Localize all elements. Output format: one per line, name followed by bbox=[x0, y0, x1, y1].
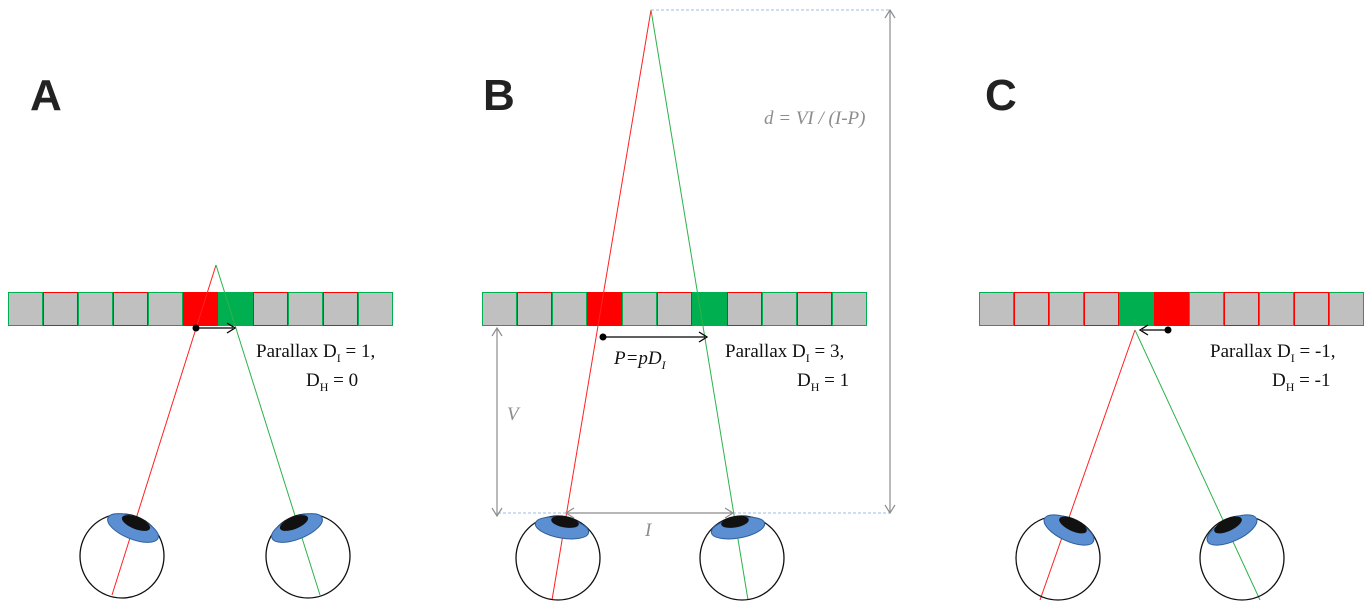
pupil-icon bbox=[279, 515, 309, 531]
pixel-cell bbox=[1259, 292, 1294, 326]
pixel-cell bbox=[148, 292, 183, 326]
pupil-icon bbox=[721, 516, 749, 528]
left-eye-ray-b bbox=[551, 9, 652, 601]
eyeball-icon bbox=[699, 515, 785, 601]
pixel-cell bbox=[979, 292, 1014, 326]
pixel-cell bbox=[552, 292, 587, 326]
arrow-right-icon bbox=[724, 507, 735, 519]
pixel-cell bbox=[657, 292, 692, 326]
pupil-icon bbox=[1059, 516, 1087, 534]
pixel-cell bbox=[288, 292, 323, 326]
pixel-cell bbox=[1084, 292, 1119, 326]
panel-c-letter: C bbox=[985, 71, 1017, 120]
pixel-cell bbox=[622, 292, 657, 326]
pixel-cell bbox=[323, 292, 358, 326]
i-label: I bbox=[644, 520, 653, 541]
right-eye-a bbox=[265, 513, 351, 599]
pixel-cell bbox=[1224, 292, 1259, 326]
pixel-cell bbox=[113, 292, 148, 326]
iris-icon bbox=[1206, 514, 1258, 546]
panel-b: B d = VI / (I-P) V I P=pDI Parallax DI =… bbox=[482, 8, 896, 601]
left-eye-a bbox=[79, 513, 165, 599]
panel-a: A Parallax DI = 1, DH = 0 bbox=[8, 71, 393, 599]
pixel-cell bbox=[43, 292, 78, 326]
pixel-cell bbox=[8, 292, 43, 326]
arrow-up-icon bbox=[884, 8, 896, 19]
panel-a-letter: A bbox=[30, 71, 62, 120]
right-eye-ray-c bbox=[1134, 329, 1261, 601]
pixel-cell bbox=[1329, 292, 1364, 326]
pupil-icon bbox=[1214, 516, 1242, 534]
left-image-pixel bbox=[587, 292, 622, 326]
arrow-left-icon bbox=[564, 507, 575, 519]
pixel-cell bbox=[832, 292, 867, 326]
right-image-pixel bbox=[692, 292, 727, 326]
dh-label-b: DH = 1 bbox=[797, 370, 849, 394]
panel-c: C Parallax DI = -1, DH = -1 bbox=[979, 71, 1364, 601]
distance-formula: d = VI / (I-P) bbox=[764, 108, 865, 129]
parallax-label-b: Parallax DI = 3, bbox=[725, 341, 844, 365]
pixel-cell bbox=[482, 292, 517, 326]
arrow-head-icon bbox=[698, 331, 709, 343]
panel-b-letter: B bbox=[483, 71, 515, 120]
arrow-down-icon bbox=[491, 507, 503, 518]
v-label: V bbox=[507, 404, 521, 425]
pixel-cell bbox=[78, 292, 113, 326]
eyeball-icon bbox=[515, 515, 601, 601]
right-eye-c bbox=[1199, 514, 1285, 601]
right-eye-b bbox=[699, 515, 785, 601]
pupil-icon bbox=[121, 515, 151, 531]
left-eye-c bbox=[1015, 514, 1101, 601]
pixel-strip-a bbox=[8, 292, 393, 326]
pixel-strip-c bbox=[979, 292, 1364, 326]
pixel-strip-b bbox=[482, 292, 867, 326]
arrow-up-icon bbox=[491, 326, 503, 337]
dh-label-c: DH = -1 bbox=[1272, 370, 1330, 394]
left-image-pixel bbox=[1154, 292, 1189, 326]
p-label: P=pDI bbox=[613, 348, 667, 372]
parallax-label-a: Parallax DI = 1, bbox=[256, 341, 375, 365]
pixel-cell bbox=[358, 292, 393, 326]
left-image-pixel bbox=[183, 292, 218, 326]
arrow-head-icon bbox=[1138, 324, 1149, 336]
pixel-cell bbox=[1049, 292, 1084, 326]
right-eye-ray-b bbox=[650, 9, 749, 601]
arrow-down-icon bbox=[884, 504, 896, 515]
pixel-cell bbox=[1294, 292, 1329, 326]
pixel-cell bbox=[1189, 292, 1224, 326]
pixel-cell bbox=[253, 292, 288, 326]
pixel-cell bbox=[1014, 292, 1049, 326]
dh-label-a: DH = 0 bbox=[306, 370, 358, 394]
right-eye-ray-a bbox=[215, 264, 321, 596]
arrow-head-icon bbox=[226, 322, 237, 334]
pixel-cell bbox=[517, 292, 552, 326]
left-eye-b bbox=[515, 515, 601, 601]
parallax-label-c: Parallax DI = -1, bbox=[1210, 341, 1336, 365]
left-eye-ray-c bbox=[1039, 329, 1136, 601]
right-image-pixel bbox=[1119, 292, 1154, 326]
pixel-cell bbox=[727, 292, 762, 326]
left-eye-ray-a bbox=[111, 264, 217, 596]
right-image-pixel bbox=[218, 292, 253, 326]
pixel-cell bbox=[762, 292, 797, 326]
pixel-cell bbox=[797, 292, 832, 326]
pupil-icon bbox=[551, 516, 579, 528]
